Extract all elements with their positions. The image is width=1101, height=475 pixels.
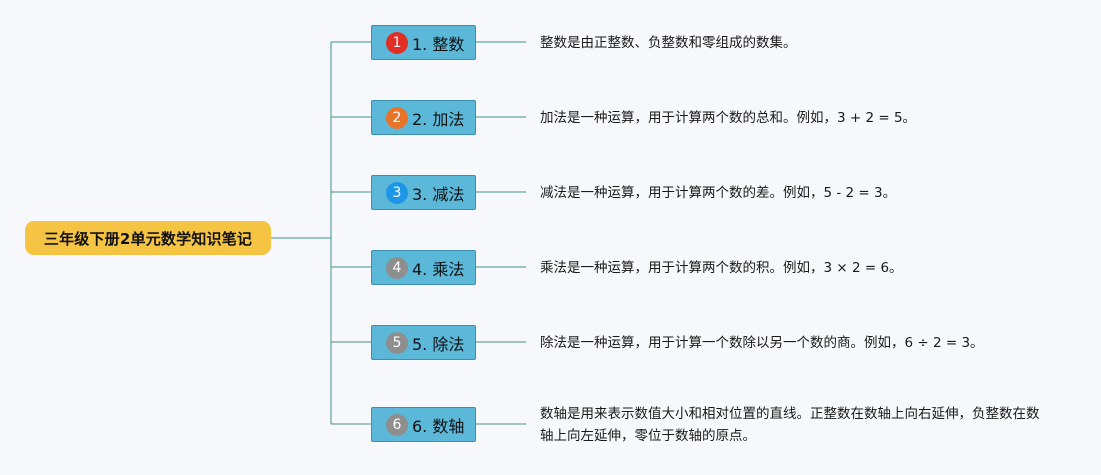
topic-label: 6. 数轴 <box>412 416 465 436</box>
topic-description[interactable]: 加法是一种运算，用于计算两个数的总和。例如，3 + 2 = 5。 <box>540 110 917 126</box>
priority-6-icon: 6 <box>386 413 408 436</box>
topic-label: 4. 乘法 <box>412 259 465 279</box>
topic-label: 5. 除法 <box>412 334 465 354</box>
topic-description[interactable]: 乘法是一种运算，用于计算两个数的积。例如，3 × 2 = 6。 <box>540 260 903 276</box>
priority-4-icon: 4 <box>386 256 408 279</box>
priority-5-icon: 5 <box>386 331 408 354</box>
topic-multiplication[interactable]: 4 4. 乘法 <box>371 250 476 285</box>
root-topic[interactable]: 三年级下册2单元数学知识笔记 <box>25 221 271 255</box>
priority-1-icon: 1 <box>386 31 408 54</box>
topic-description[interactable]: 整数是由正整数、负整数和零组成的数集。 <box>540 35 797 51</box>
topic-description[interactable]: 数轴是用来表示数值大小和相对位置的直线。正整数在数轴上向右延伸，负整数在数轴上向… <box>540 406 1040 444</box>
topic-number-line[interactable]: 6 6. 数轴 <box>371 407 476 442</box>
topic-label: 1. 整数 <box>412 34 465 54</box>
topic-division[interactable]: 5 5. 除法 <box>371 325 476 360</box>
topic-subtraction[interactable]: 3 3. 减法 <box>371 175 476 210</box>
priority-2-icon: 2 <box>386 106 408 129</box>
topic-label: 2. 加法 <box>412 109 465 129</box>
topic-description[interactable]: 减法是一种运算，用于计算两个数的差。例如，5 - 2 = 3。 <box>540 185 897 201</box>
root-topic-label: 三年级下册2单元数学知识笔记 <box>43 229 253 248</box>
topic-addition[interactable]: 2 2. 加法 <box>371 100 476 135</box>
topic-label: 3. 减法 <box>412 184 465 204</box>
priority-3-icon: 3 <box>386 181 408 204</box>
topic-description[interactable]: 除法是一种运算，用于计算一个数除以另一个数的商。例如，6 ÷ 2 = 3。 <box>540 335 984 351</box>
topic-integer[interactable]: 1 1. 整数 <box>371 25 476 60</box>
